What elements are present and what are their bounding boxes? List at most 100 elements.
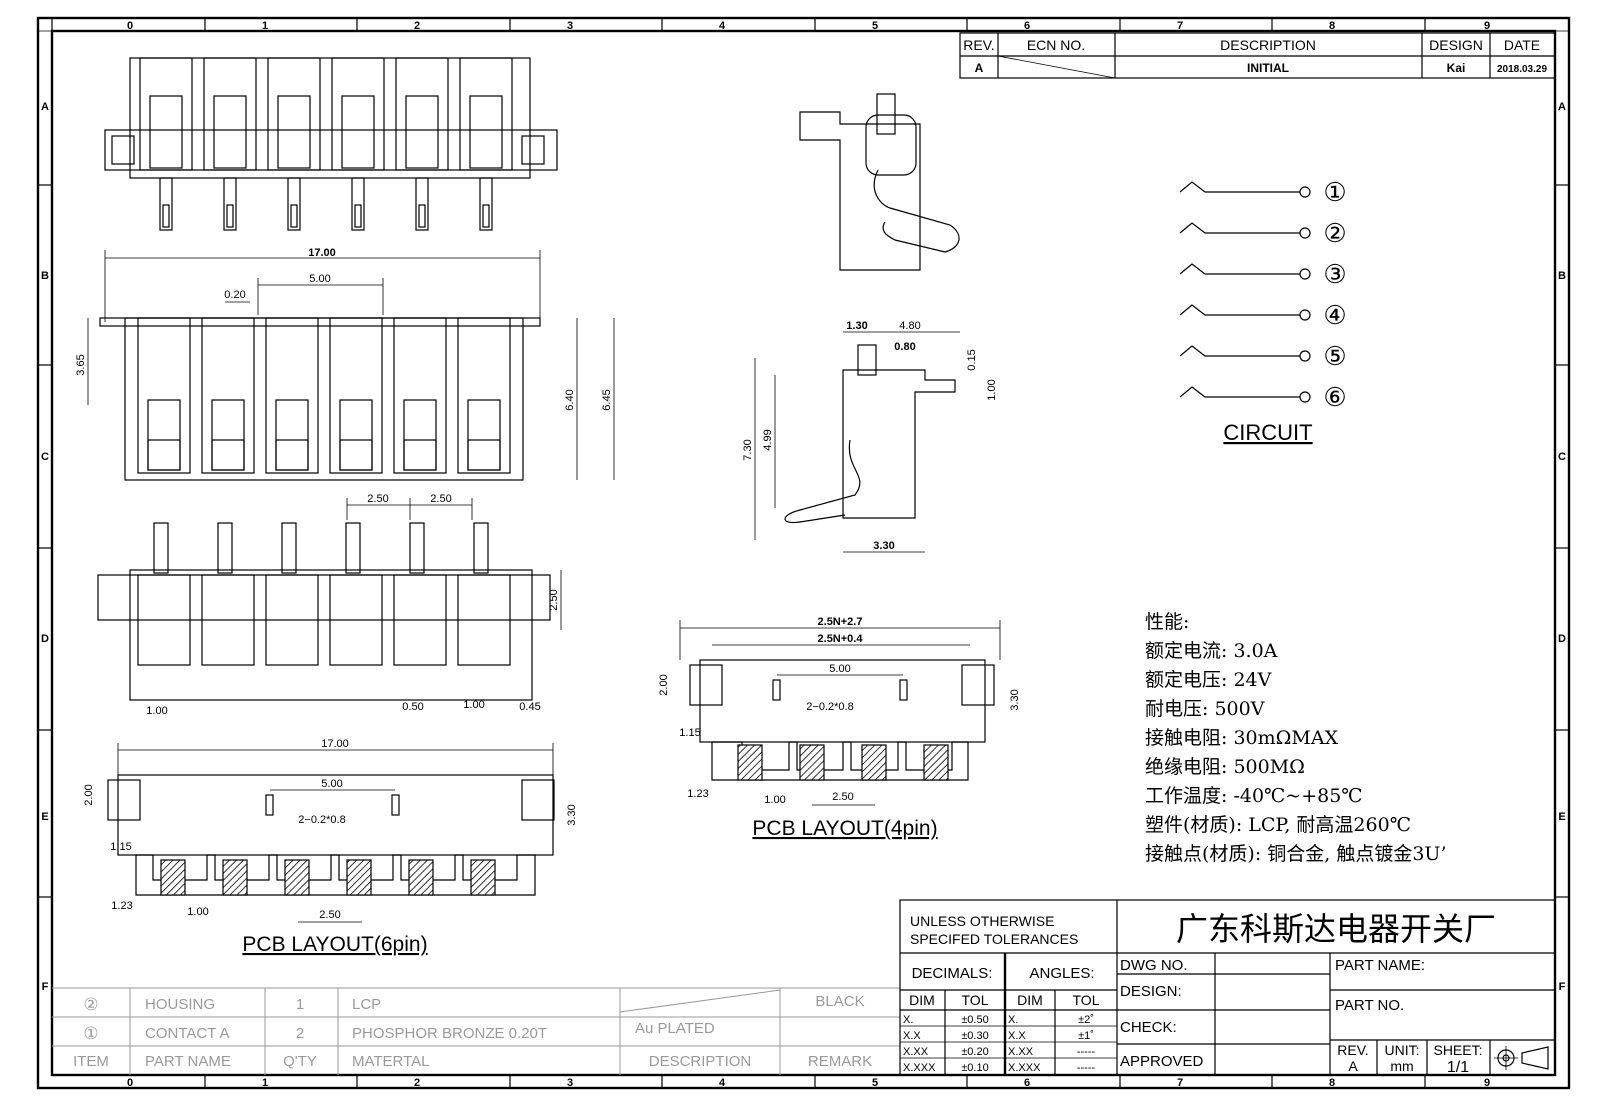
tol-dim: X. <box>903 1014 913 1026</box>
design-label: DESIGN: <box>1120 983 1182 1000</box>
dim-b: 4.80 <box>899 320 920 332</box>
dim-d: 0.15 <box>966 349 978 370</box>
border-ticks <box>38 18 1569 1088</box>
spec-line: 工作温度: -40℃~+85℃ <box>1145 785 1363 807</box>
col-label: 8 <box>1329 1077 1335 1089</box>
projection-symbol-icon <box>1494 1046 1549 1070</box>
dim-b: 1.00 <box>764 794 785 806</box>
pin-2-label: ② <box>1323 219 1346 249</box>
col-label: 9 <box>1484 1077 1490 1089</box>
dim-left-height: 2.00 <box>658 674 670 695</box>
dim-offset: 1.15 <box>679 727 700 739</box>
col-label: 0 <box>127 1077 133 1089</box>
bom-material: PHOSPHOR BRONZE 0.20T <box>352 1025 547 1042</box>
tol-dim: X.X <box>903 1030 921 1042</box>
spec-line: 额定电压: 24V <box>1145 669 1272 691</box>
dim-pitch: 5.00 <box>829 663 850 675</box>
tol-dim: X.XXX <box>903 1062 936 1074</box>
col-label: 3 <box>567 1077 573 1089</box>
row-label: E <box>1558 811 1565 823</box>
row-label: A <box>1558 101 1566 113</box>
pcb-layout-4pin: 2.5N+2.7 2.5N+0.4 5.00 2−0.2*0.8 2.00 3.… <box>658 616 1021 840</box>
plan-view-slots <box>137 317 511 474</box>
dim-header: DIM <box>909 992 935 1008</box>
description-value: INITIAL <box>1247 61 1289 75</box>
sheet-value: 1/1 <box>1447 1059 1469 1076</box>
tol-header: TOL <box>962 992 989 1008</box>
dwg-no-label: DWG NO. <box>1120 957 1188 974</box>
bom-part: HOUSING <box>145 996 215 1013</box>
col-label: 7 <box>1177 20 1183 32</box>
dim-e: 1.00 <box>986 379 998 400</box>
dim-b: 0.50 <box>402 701 423 713</box>
pin-5-label: ⑤ <box>1323 342 1346 372</box>
hole-spec: 2−0.2*0.8 <box>298 814 345 826</box>
bom-item: ① <box>83 1024 98 1043</box>
dim-b: 1.00 <box>187 906 208 918</box>
col-label: 5 <box>872 20 878 32</box>
angle-dim: X.XXX <box>1008 1062 1041 1074</box>
part-no-label: PART NO. <box>1335 997 1404 1014</box>
dim-c: 2.50 <box>319 909 340 921</box>
row-label: C <box>1558 451 1566 463</box>
dim-c: 1.00 <box>463 699 484 711</box>
pcb4-pads <box>711 741 969 781</box>
tol-header: TOL <box>1073 992 1100 1008</box>
col-label: 2 <box>414 1077 420 1089</box>
bom-desc: Au PLATED <box>635 1020 715 1037</box>
row-label: B <box>1558 270 1566 282</box>
pin-1-label: ① <box>1323 178 1346 208</box>
tol-value: ±0.10 <box>961 1062 988 1074</box>
top-view <box>104 57 558 231</box>
row-label: F <box>1559 981 1566 993</box>
dim-header: DIM <box>1017 992 1043 1008</box>
dim-height: 2.50 <box>548 589 560 610</box>
specs-block: 性能: 额定电流: 3.0A 额定电压: 24V 耐电压: 500V 接触电阻:… <box>1145 611 1447 865</box>
dim-pitch-1: 2.50 <box>367 493 388 505</box>
tolerance-note-1: UNLESS OTHERWISE <box>910 913 1054 929</box>
col-label: 2 <box>414 20 420 32</box>
tol-value: ±0.50 <box>961 1014 988 1026</box>
bom-header-remark: REMARK <box>808 1053 872 1070</box>
dim-c: 2.50 <box>832 791 853 803</box>
angle-tol: ±2˚ <box>1078 1014 1094 1026</box>
col-label: 1 <box>262 20 268 32</box>
check-label: CHECK: <box>1120 1019 1177 1036</box>
circuit-diagram: ① ② ③ ④ ⑤ ⑥ CIRCUIT <box>1179 178 1347 445</box>
dim-h1: 3.65 <box>75 354 87 375</box>
dim-right-height: 3.30 <box>1009 689 1021 710</box>
specs-title: 性能: <box>1145 611 1189 633</box>
sheet-label: SHEET: <box>1433 1042 1482 1058</box>
dim-c: 0.80 <box>894 341 915 353</box>
dim-a: 1.23 <box>687 788 708 800</box>
decimals-label: DECIMALS: <box>912 965 993 982</box>
revision-table: REV. ECN NO. DESCRIPTION DESIGN DATE A I… <box>959 32 1556 79</box>
dim-right-height: 3.30 <box>566 804 578 825</box>
side-view-dims: 1.30 4.80 0.80 0.15 1.00 7.30 4.99 3.30 <box>742 320 998 553</box>
dim-a: 1.30 <box>846 320 867 332</box>
dim-pitch: 5.00 <box>321 778 342 790</box>
part-name-label: PART NAME: <box>1335 957 1425 974</box>
row-label: E <box>41 811 48 823</box>
bom-header-qty: Q'TY <box>283 1053 317 1070</box>
spec-line: 接触点(材质): 铜合金, 触点镀金3U’ <box>1145 843 1447 865</box>
unit-value: mm <box>1390 1058 1413 1074</box>
col-label: 3 <box>567 20 573 32</box>
front-view-pins <box>137 522 511 666</box>
dim-pitch: 5.00 <box>309 273 330 285</box>
tol-value: ±0.20 <box>961 1046 988 1058</box>
dim-n2: 2.5N+0.4 <box>818 633 864 645</box>
angle-tol: ----- <box>1077 1046 1096 1058</box>
unit-label: UNIT: <box>1385 1042 1420 1058</box>
bom-item: ② <box>83 995 98 1014</box>
rev-value: A <box>1348 1058 1358 1074</box>
pcb4-title: PCB LAYOUT(4pin) <box>752 817 937 840</box>
dim-width: 3.30 <box>873 540 894 552</box>
plan-view: 17.00 5.00 0.20 3.65 6.40 6.45 <box>75 247 615 481</box>
angle-tol: ----- <box>1077 1062 1096 1074</box>
dim-overall: 17.00 <box>308 247 336 259</box>
drawing-border: 0 1 2 3 4 5 6 7 8 9 0 1 2 3 4 5 6 7 8 9 … <box>36 16 1571 1090</box>
dim-n1: 2.5N+2.7 <box>818 616 863 628</box>
bom-header-material: MATERTAL <box>352 1053 430 1070</box>
pcb6-title: PCB LAYOUT(6pin) <box>242 933 427 956</box>
